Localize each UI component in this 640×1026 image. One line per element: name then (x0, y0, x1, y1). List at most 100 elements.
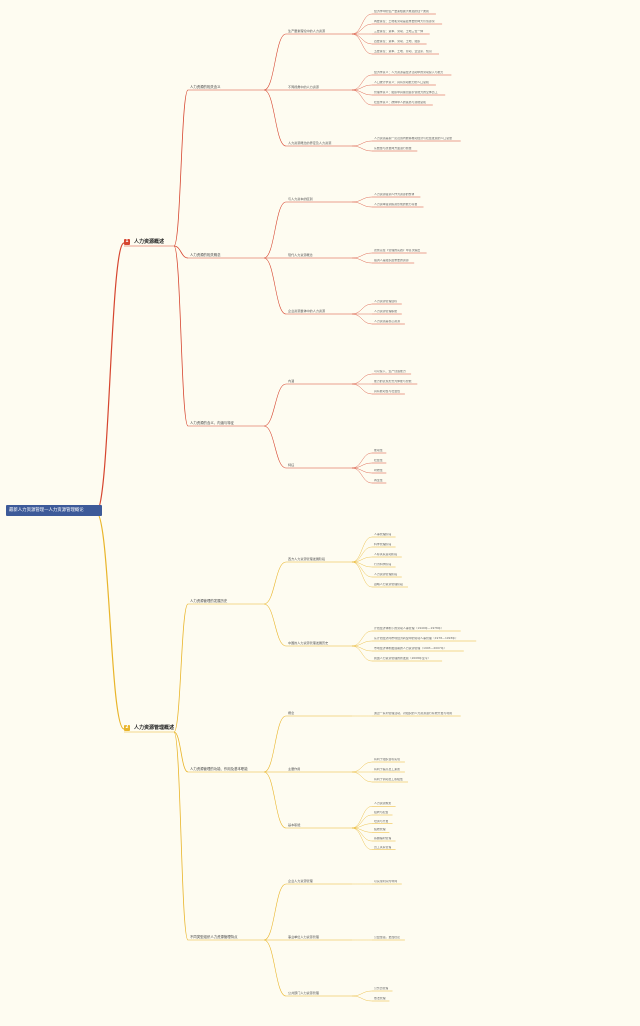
connector-line (351, 645, 373, 662)
leaf-node: 市场经济体制发展期的人力资源管理（1993—2007年） (374, 647, 447, 650)
connector-line (351, 303, 373, 315)
child-node: 内涵 (288, 378, 295, 383)
connector-line (173, 245, 189, 259)
leaf-node: 经济学中的生产要素根据大概括的四个类别 (374, 10, 429, 13)
connector-line (351, 84, 373, 91)
child-node: 概念 (288, 710, 295, 715)
connector-line (351, 827, 373, 850)
connector-line (351, 561, 373, 588)
leaf-node: 我国人力资源管理的新发展（2008年至今） (374, 657, 431, 660)
connector-line (351, 74, 373, 91)
connector-line (351, 383, 373, 395)
leaf-node: 薪酬福利管理 (374, 837, 392, 840)
branch-node: 人力资源管理的发展历史 (190, 599, 228, 603)
leaf-node: 人际关系运动阶段 (374, 553, 398, 556)
child-node: 西方人力资源管理发展阶段 (288, 556, 326, 561)
leaf-node: 计划经济体制下的劳动人事管理（1949年—1978年） (374, 627, 444, 630)
leaf-node: 两要素论：土地和劳动是最重要的两大价值源泉 (374, 20, 435, 23)
branch-node: 人力资源的含义、内涵与特征 (190, 421, 235, 425)
leaf-node: 经济学意义：人力资源是经济活动中的劳动投入与能力 (374, 71, 444, 74)
leaf-node: 人力资源管理职能 (374, 310, 398, 313)
leaf-node: 可以投入、生产创造能力 (374, 370, 406, 373)
leaf-node: 人力资源规划 (374, 802, 392, 806)
leaf-node: 社会学意义：群体中人的素质与潜能总和 (374, 101, 427, 104)
leaf-node: 社会性 (374, 459, 383, 462)
leaf-node: 有利于组织目标实现 (374, 758, 401, 761)
branch-node: 人力资源的相关含义 (190, 85, 221, 89)
connector-line (351, 467, 373, 474)
leaf-node: 人力资源管理阶段 (374, 573, 398, 576)
root-node: 最新人力资源管理—人力资源管理概论 (6, 505, 102, 517)
leaf-node: 科学管理阶段 (374, 543, 392, 546)
leaf-node: 依法管理 (374, 997, 386, 1000)
connector-line (351, 89, 373, 106)
connector-line (351, 257, 373, 264)
leaf-node: 五要素论：资本、土地、劳动、企业家、知识 (374, 50, 432, 53)
connector-line (263, 257, 287, 315)
leaf-node: 有利于调动员工积极性 (374, 778, 403, 781)
connector-line (263, 425, 287, 469)
child-node: 人力资源概念的界定及人力资源 (288, 140, 332, 145)
connector-line (351, 252, 373, 259)
connector-line (173, 245, 189, 427)
connector-line (351, 990, 373, 997)
connector-line (351, 452, 373, 469)
leaf-node: 德鲁克在《管理的实践》中首次提出 (374, 249, 421, 252)
leaf-node: 通过一系列管理活动，对组织的人力资源进行有效开发与利用 (374, 712, 453, 715)
leaf-node: 招聘与配置 (374, 811, 389, 814)
leaf-node: 战略人力资源管理阶段 (374, 583, 403, 586)
connector-line (351, 33, 373, 45)
child-node: 基本职能 (288, 822, 301, 827)
leaf-node: 有利于提高员工素质 (374, 768, 401, 771)
leaf-node: 时效性 (374, 469, 383, 472)
child-node: 企业资源整体中的人力资源 (288, 308, 326, 313)
connector-line (173, 731, 189, 773)
connector-line (351, 33, 373, 55)
connector-line (351, 771, 373, 783)
leaf-node: 以实现利润为导向 (374, 880, 398, 883)
section-number-badge: 2 (124, 725, 130, 731)
child-node: 公共部门人力资源管理 (288, 990, 319, 995)
branch-node: 人力资源管理的功能、作用及基本职能 (190, 767, 248, 771)
connector-line (351, 23, 373, 35)
connector-line (351, 630, 373, 647)
connector-line (351, 201, 373, 208)
section-title: 人力资源管理概述 (134, 725, 175, 731)
child-node: 中国的人力资源管理发展历史 (288, 640, 329, 645)
connector-line (263, 883, 287, 941)
connector-line (351, 823, 373, 829)
connector-line (351, 536, 373, 563)
connector-line (351, 814, 373, 829)
connector-line (351, 373, 373, 385)
connector-line (263, 383, 287, 427)
leaf-node: 能力的表现形式为体能与智能 (374, 380, 412, 383)
leaf-node: 三要素论：资本、劳动、土地三位一体 (374, 30, 424, 33)
connector-line (351, 645, 373, 652)
connector-line (173, 731, 189, 941)
leaf-node: 人力资本强调投资形成的能力存量 (374, 203, 418, 206)
leaf-node: 公务员管理 (374, 987, 389, 990)
leaf-node: 培训与开发 (374, 819, 389, 823)
connector-line (263, 561, 287, 605)
connector-line (351, 145, 373, 152)
section-header-2: 2 人力资源管理概述 (124, 725, 174, 731)
connector-line (351, 995, 373, 1002)
leaf-node: 再生性 (374, 479, 383, 482)
leaf-node: 公益性强，更加稳定 (374, 936, 401, 939)
child-node: 特征 (288, 462, 295, 467)
connector-line (173, 603, 189, 733)
connector-line (95, 242, 125, 513)
leaf-node: 管理学意义：组织中具备创造价值能力的全体员工 (374, 91, 438, 94)
connector-line (263, 201, 287, 259)
leaf-node: 人力资源管理目标 (374, 300, 398, 303)
connector-line (351, 546, 373, 563)
leaf-node: 员工关系管理 (374, 845, 392, 849)
branch-node: 不同类型组织人力资源管理特点 (190, 935, 238, 939)
leaf-node: 行为科学阶段 (374, 563, 392, 566)
child-node: 生产要素理论中的人力资源 (288, 28, 326, 33)
connector-line (351, 89, 373, 96)
leaf-node: 人事管理阶段 (374, 533, 392, 536)
leaf-node: 从计划经济向市场经济转型中的劳动人事管理（1978—1993年） (374, 637, 459, 640)
